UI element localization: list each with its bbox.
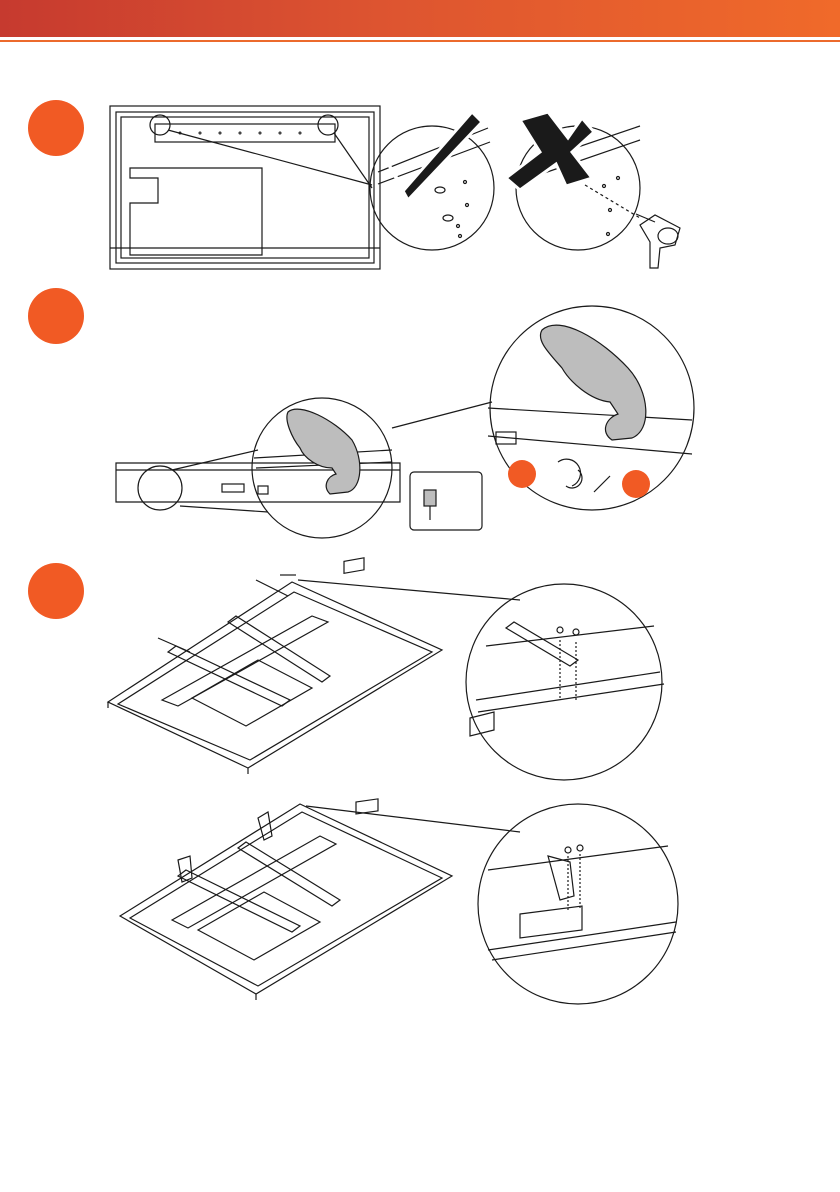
screw-tool-box [410, 472, 482, 530]
hand-icon [287, 409, 360, 494]
hand-icon [540, 325, 645, 440]
detail-correct [370, 126, 494, 250]
cross-icon [506, 112, 594, 190]
step-3-zoom-lower [306, 804, 678, 1004]
step-3-panel-lower [120, 799, 452, 1000]
step-1-screen-back [110, 106, 380, 269]
drill-icon [636, 214, 680, 268]
footer-fine-print [0, 1184, 840, 1192]
callout-b [622, 470, 650, 498]
rotate-arrows-icon [558, 459, 610, 492]
step-3-panel-upper [108, 558, 442, 774]
step-2-zoom-1 [172, 398, 392, 538]
checkmark-icon [385, 112, 482, 200]
callout-a [508, 460, 536, 488]
